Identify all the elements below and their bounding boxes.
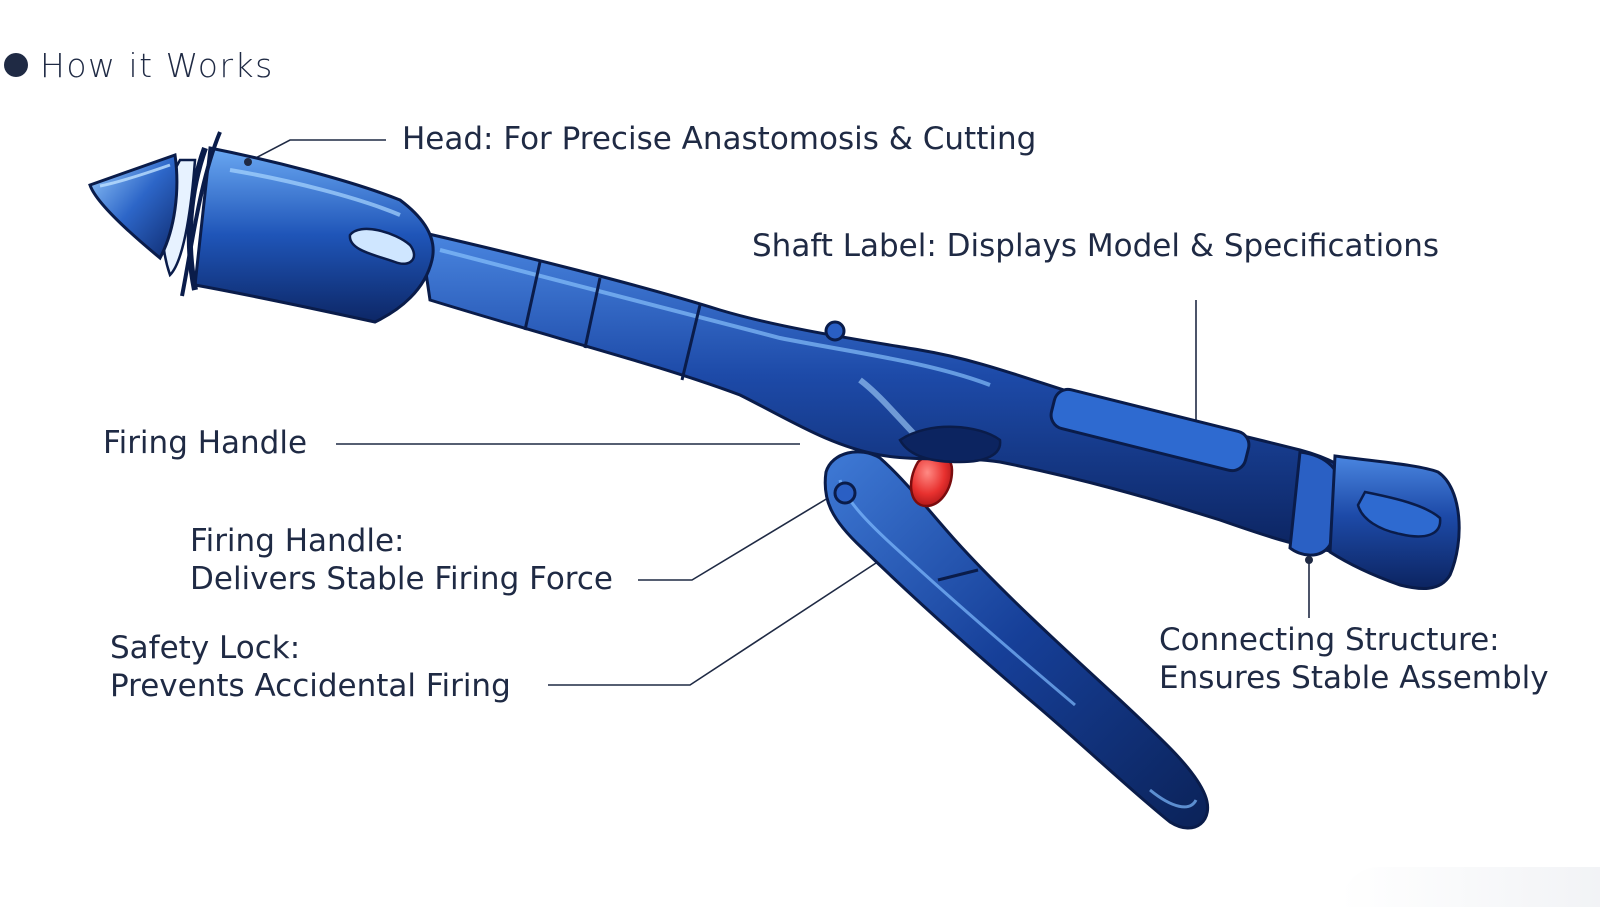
section-title: How it Works	[40, 45, 274, 85]
label-firing-handle-text: Firing Handle	[103, 425, 308, 461]
leader-line-head	[247, 139, 386, 163]
label-head-text: Head: For Precise Anastomosis & Cutting	[402, 121, 1037, 157]
stapler-head	[88, 131, 435, 324]
label-firing-handle: Firing Handle	[103, 424, 307, 462]
leader-line-safety-lock	[548, 562, 877, 686]
label-connecting-structure-line1: Connecting Structure:	[1159, 622, 1500, 658]
label-firing-handle-force: Firing Handle: Delivers Stable Firing Fo…	[190, 522, 613, 598]
label-safety-lock: Safety Lock: Prevents Accidental Firing	[110, 629, 511, 705]
label-head: Head: For Precise Anastomosis & Cutting	[402, 120, 1036, 158]
shaft-screw-icon	[824, 320, 846, 342]
shaft-label-panel	[1049, 387, 1251, 473]
label-firing-handle-force-line1: Firing Handle:	[190, 523, 405, 559]
corner-fade	[1340, 867, 1600, 907]
label-shaft-text: Shaft Label: Displays Model & Specificat…	[752, 228, 1440, 264]
leader-lines	[247, 139, 1310, 686]
label-connecting-structure-line2: Ensures Stable Assembly	[1159, 660, 1549, 696]
pivot-screw-icon	[833, 481, 857, 505]
label-connecting-structure: Connecting Structure: Ensures Stable Ass…	[1159, 621, 1549, 697]
label-safety-lock-line2: Prevents Accidental Firing	[110, 668, 511, 704]
instrument-shaft	[418, 230, 1461, 591]
connector-dot-icon	[1305, 556, 1313, 564]
label-firing-handle-force-line2: Delivers Stable Firing Force	[190, 561, 613, 597]
leader-line-firing-force	[638, 497, 829, 581]
section-header: How it Works	[4, 44, 274, 86]
label-safety-lock-line1: Safety Lock:	[110, 630, 301, 666]
bullet-icon	[4, 53, 28, 77]
firing-lever	[823, 450, 1210, 830]
anvil-tip	[88, 152, 179, 261]
label-shaft: Shaft Label: Displays Model & Specificat…	[752, 227, 1439, 265]
